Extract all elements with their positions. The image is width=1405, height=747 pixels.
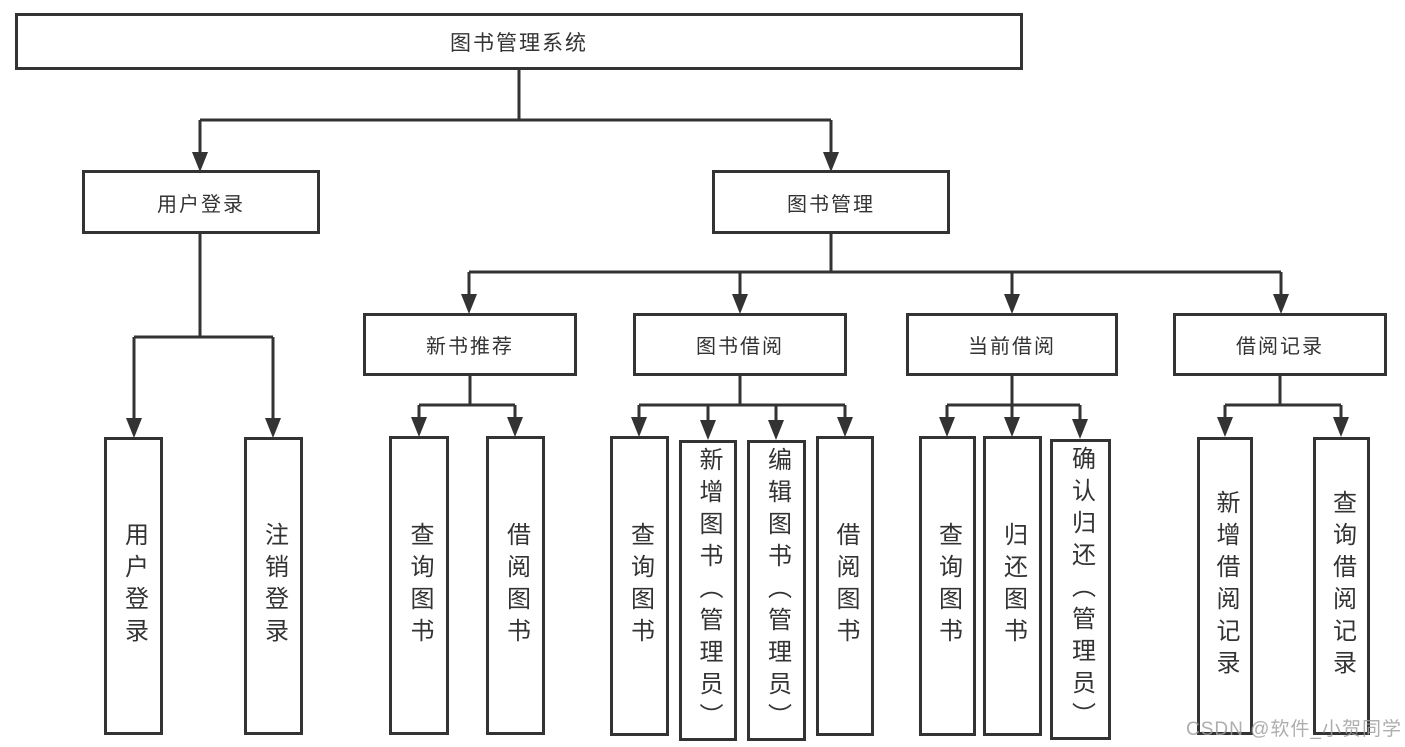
leaf-return-books: 归还图书 [983, 436, 1042, 736]
node-label: 图书管理 [787, 193, 875, 216]
leaf-label: 查询图书 [406, 521, 433, 650]
leaf-label: 注销登录 [260, 522, 288, 650]
leaf-label: 查询借阅记录 [1328, 490, 1356, 682]
leaf-user-login: 用户登录 [104, 437, 163, 735]
node-borrowing-records: 借阅记录 [1173, 313, 1387, 376]
node-user-login: 用户登录 [82, 170, 320, 234]
node-new-book-recommendation: 新书推荐 [363, 313, 577, 376]
node-label: 图书借阅 [696, 336, 784, 358]
leaf-add-borrowing-record: 新增借阅记录 [1197, 437, 1253, 735]
connector-current-borrowing-branch [939, 376, 1088, 439]
node-label: 图书管理系统 [450, 31, 588, 55]
connector-root-to-level2 [192, 70, 839, 172]
node-book-borrowing: 图书借阅 [633, 313, 847, 376]
connector-new-book-recommendation-branch [411, 376, 523, 437]
leaf-label: 确认归还（管理员） [1067, 445, 1095, 734]
leaf-query-borrowing-record: 查询借阅记录 [1313, 437, 1370, 735]
node-book-management: 图书管理 [712, 170, 950, 234]
leaf-label: 查询图书 [626, 522, 654, 650]
connector-book-management-to-level3 [461, 234, 1289, 314]
leaf-label: 用户登录 [120, 522, 148, 650]
leaf-logout: 注销登录 [244, 437, 303, 735]
leaf-query-books-recommendation: 查询图书 [389, 436, 449, 735]
node-library-management-system: 图书管理系统 [15, 13, 1023, 70]
leaf-label: 编辑图书（管理员） [763, 446, 791, 735]
leaf-query-books-current: 查询图书 [919, 436, 976, 736]
connector-user-login-branch [126, 234, 281, 438]
leaf-query-books-borrowing: 查询图书 [610, 436, 669, 736]
leaf-label: 借阅图书 [502, 521, 530, 650]
leaf-label: 新增借阅记录 [1212, 490, 1239, 682]
leaf-label: 归还图书 [999, 522, 1027, 650]
node-label: 当前借阅 [968, 336, 1056, 358]
node-label: 借阅记录 [1236, 336, 1324, 358]
leaf-label: 查询图书 [934, 522, 962, 650]
leaf-borrow-books-borrowing: 借阅图书 [816, 436, 874, 736]
node-label: 用户登录 [157, 193, 245, 216]
leaf-add-books-admin: 新增图书（管理员） [679, 440, 737, 741]
connector-borrowing-records-branch [1217, 376, 1349, 437]
leaf-borrow-books-recommendation: 借阅图书 [486, 436, 545, 735]
leaf-edit-books-admin: 编辑图书（管理员） [747, 440, 806, 741]
leaf-confirm-return-admin: 确认归还（管理员） [1050, 439, 1111, 740]
node-current-borrowing: 当前借阅 [906, 313, 1118, 376]
leaf-label: 借阅图书 [832, 522, 859, 650]
leaf-label: 新增图书（管理员） [695, 446, 722, 735]
connector-book-borrowing-branch [631, 376, 853, 440]
watermark: CSDN @软件_小贺同学 [1186, 719, 1402, 740]
node-label: 新书推荐 [426, 336, 514, 358]
